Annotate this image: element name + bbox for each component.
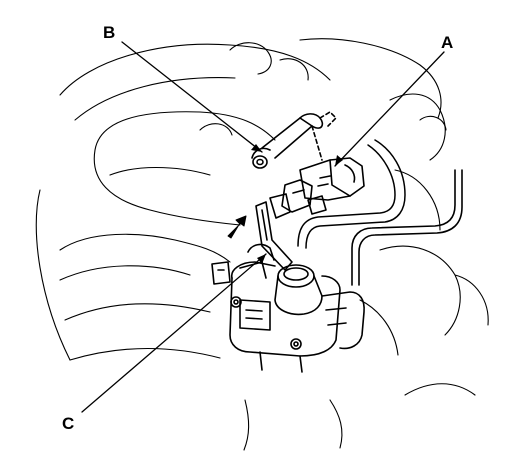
callout-label-a: A <box>441 33 454 52</box>
vacuum-hose <box>251 111 337 169</box>
leader-line-b <box>121 41 263 153</box>
arrowhead-a <box>335 155 343 166</box>
actuator-body <box>211 261 365 373</box>
mount-bar <box>297 139 406 249</box>
arrowhead-c <box>257 254 266 264</box>
leader-line-c <box>81 253 267 413</box>
leader-arrowheads <box>251 144 343 264</box>
leader-line-a <box>334 51 445 167</box>
hose-pipe <box>351 169 463 286</box>
callout-label-c: C <box>62 414 75 433</box>
clip-bracket <box>239 201 293 279</box>
callout-label-b: B <box>103 23 116 42</box>
leader-lines <box>81 41 445 413</box>
direction-arrow <box>227 215 247 239</box>
sensor-connector <box>269 157 365 219</box>
arrowhead-b <box>251 144 262 152</box>
background-engine-outlines <box>35 38 489 451</box>
